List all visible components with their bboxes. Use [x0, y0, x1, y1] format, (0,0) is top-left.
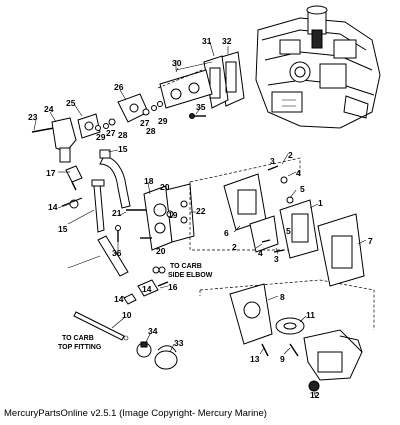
note-carb-side-elbow-1: TO CARB — [170, 263, 202, 270]
callout-12: 12 — [310, 390, 320, 400]
callout-29-left: 29 — [96, 132, 106, 142]
callout-19: 19 — [168, 210, 178, 220]
callout-21: 21 — [112, 208, 122, 218]
callout-14-bottom-left: 14 — [114, 294, 124, 304]
fuel-pump — [126, 183, 195, 251]
callout-22: 22 — [196, 206, 206, 216]
callout-13: 13 — [250, 354, 260, 364]
fuel-pump-parts-top — [31, 93, 206, 163]
callout-14-bottom-right: 14 — [142, 284, 152, 294]
callout-32: 32 — [222, 36, 232, 46]
callout-1: 1 — [318, 198, 323, 208]
callout-28-right: 28 — [146, 126, 156, 136]
callout-31: 31 — [202, 36, 212, 46]
callout-5-top: 5 — [300, 184, 305, 194]
callout-29-right: 29 — [158, 116, 168, 126]
fuel-hoses — [91, 149, 131, 277]
callout-labels: 23 24 25 26 29 27 28 27 28 29 30 31 32 3… — [28, 36, 373, 400]
leader-lines — [33, 41, 367, 399]
callout-26: 26 — [114, 82, 124, 92]
callout-24: 24 — [44, 104, 54, 114]
primer-line-parts — [73, 311, 178, 370]
callout-7: 7 — [368, 236, 373, 246]
image-caption: MercuryPartsOnline v2.5.1 (Image Copyrig… — [4, 408, 267, 419]
callout-17: 17 — [46, 168, 56, 178]
carburetor-assembly — [229, 283, 363, 392]
note-carb-top-fitting-2: TOP FITTING — [58, 344, 102, 351]
callout-35: 35 — [196, 102, 206, 112]
callout-14-left: 14 — [48, 202, 58, 212]
intake-manifold-parts — [223, 165, 365, 287]
note-carb-top-fitting-1: TO CARB — [62, 335, 94, 342]
callout-27-left: 27 — [106, 128, 116, 138]
callout-2-bottom: 2 — [232, 242, 237, 252]
callout-6: 6 — [224, 228, 229, 238]
callout-3-top: 3 — [270, 156, 275, 166]
callout-4-top: 4 — [296, 168, 301, 178]
callout-34: 34 — [148, 326, 158, 336]
callout-20-bottom: 20 — [156, 246, 166, 256]
callout-10: 10 — [122, 310, 132, 320]
callout-28-left: 28 — [118, 130, 128, 140]
callout-5-middle: 5 — [286, 226, 291, 236]
reed-plate-assembly — [157, 51, 245, 109]
callout-9: 9 — [280, 354, 285, 364]
callout-8: 8 — [280, 292, 285, 302]
exploded-parts-diagram: 23 24 25 26 29 27 28 27 28 29 30 31 32 3… — [28, 5, 381, 400]
engine-block — [255, 5, 381, 129]
callout-18: 18 — [144, 176, 154, 186]
callout-3-bottom: 3 — [274, 254, 279, 264]
note-carb-side-elbow-2: SIDE ELBOW — [168, 272, 213, 279]
callout-36: 36 — [112, 248, 122, 258]
callout-25: 25 — [66, 98, 76, 108]
callout-20-top: 20 — [160, 182, 170, 192]
callout-27-right: 27 — [140, 118, 150, 128]
callout-15-left: 15 — [58, 224, 68, 234]
callout-30: 30 — [172, 58, 182, 68]
callout-15-top: 15 — [118, 144, 128, 154]
callout-4-bottom: 4 — [258, 248, 263, 258]
callout-23: 23 — [28, 112, 38, 122]
callout-11: 11 — [306, 310, 315, 320]
callout-33: 33 — [174, 338, 184, 348]
callout-16: 16 — [168, 282, 178, 292]
fittings-and-clamps — [61, 165, 169, 305]
callout-2-top: 2 — [288, 150, 293, 160]
